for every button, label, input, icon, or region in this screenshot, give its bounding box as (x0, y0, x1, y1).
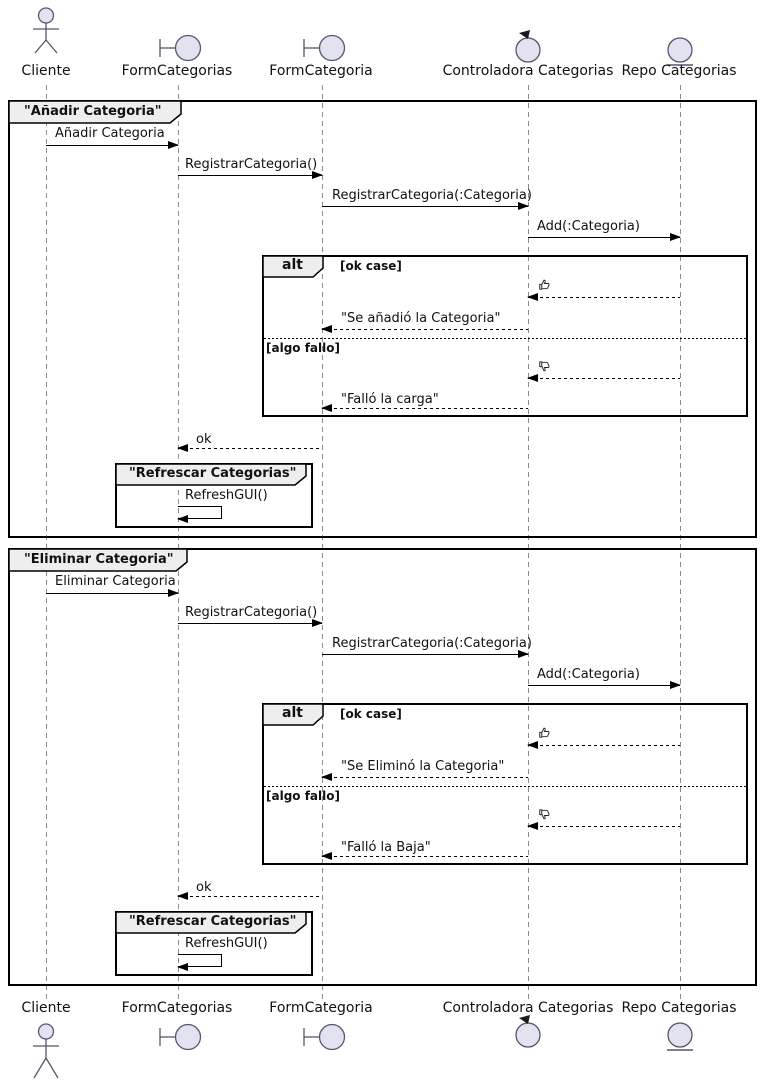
message-arrow (322, 202, 529, 210)
alt-divider (264, 338, 746, 339)
return-label: ok (196, 880, 212, 895)
entity-icon (663, 35, 697, 73)
guard-label: [ok case] (340, 707, 402, 721)
alt-frame: alt [ok case] "Se añadió la Categoria" [… (262, 255, 748, 417)
return-arrow (321, 404, 528, 412)
reply-label: "Falló la carga" (341, 392, 439, 407)
message-label: Add(:Categoria) (537, 219, 640, 234)
frame-title: "Eliminar Categoria" (24, 552, 174, 567)
frame-title-tab: "Añadir Categoria" (8, 100, 182, 128)
reply-label: "Se añadió la Categoria" (341, 311, 501, 326)
participant-label: Cliente (21, 63, 71, 79)
message-label: Add(:Categoria) (537, 667, 640, 682)
guard-label: [ok case] (340, 259, 402, 273)
boundary-icon (302, 34, 348, 66)
control-icon (512, 1012, 544, 1054)
participant-label: FormCategoria (269, 63, 373, 79)
lifeline-formcategoria (322, 85, 323, 1002)
message-arrow (528, 233, 681, 241)
guard-label: [algo fallo] (266, 789, 340, 803)
group-title: "Refrescar Categorias" (129, 466, 297, 481)
frame-title-tab: "Eliminar Categoria" (8, 548, 188, 576)
boundary-icon (158, 1023, 204, 1055)
participant-label: Cliente (21, 1000, 71, 1016)
reply-label: "Falló la Baja" (341, 840, 431, 855)
actor-icon (32, 6, 60, 60)
group-refrescar-categorias: "Refrescar Categorias" RefreshGUI() (115, 911, 313, 976)
thumbs-up-icon (538, 277, 552, 291)
return-arrow (527, 374, 680, 382)
participant-label: FormCategoria (269, 1000, 373, 1016)
group-title-tab: "Refrescar Categorias" (115, 463, 307, 490)
lifeline-repo (680, 85, 681, 1002)
participant-label: Controladora Categorias (442, 1000, 614, 1016)
return-arrow (177, 444, 322, 452)
frame-eliminar-categoria: "Eliminar Categoria" Eliminar Categoria … (8, 548, 757, 986)
message-arrow (46, 589, 179, 597)
self-message-arrow (177, 506, 222, 523)
thumbs-down-icon (538, 806, 552, 820)
reply-label: "Se Eliminó la Categoria" (341, 759, 505, 774)
participant-label: Repo Categorias (621, 63, 737, 79)
boundary-icon (302, 1023, 348, 1055)
return-arrow (527, 741, 680, 749)
alt-operator-tab: alt (262, 703, 324, 730)
message-arrow (528, 681, 681, 689)
guard-label: [algo fallo] (266, 341, 340, 355)
lifeline-formcategorias (178, 85, 179, 1002)
control-icon (512, 27, 544, 69)
participant-label: Controladora Categorias (442, 63, 614, 79)
return-arrow (527, 822, 680, 830)
boundary-icon (158, 34, 204, 66)
group-title-tab: "Refrescar Categorias" (115, 911, 307, 938)
alt-operator-tab: alt (262, 255, 324, 282)
message-arrow (322, 650, 529, 658)
alt-operator: alt (282, 705, 303, 721)
thumbs-up-icon (538, 725, 552, 739)
alt-frame: alt [ok case] "Se Eliminó la Categoria" … (262, 703, 748, 865)
return-arrow (321, 325, 528, 333)
message-label: RegistrarCategoria(:Categoria) (332, 188, 532, 203)
message-label: RegistrarCategoria() (185, 605, 318, 620)
alt-divider (264, 786, 746, 787)
return-arrow (321, 773, 528, 781)
self-message-arrow (177, 954, 222, 971)
group-title: "Refrescar Categorias" (129, 914, 297, 929)
frame-anadir-categoria: "Añadir Categoria" Añadir Categoria Regi… (8, 100, 757, 538)
message-label: Añadir Categoria (55, 126, 165, 141)
message-label: Eliminar Categoria (55, 574, 176, 589)
lifeline-controladora (528, 85, 529, 1002)
thumbs-down-icon (538, 358, 552, 372)
actor-icon (32, 1022, 60, 1082)
lifeline-cliente (46, 85, 47, 1002)
participant-label: FormCategorias (121, 63, 233, 79)
message-label: RegistrarCategoria() (185, 157, 318, 172)
group-refrescar-categorias: "Refrescar Categorias" RefreshGUI() (115, 463, 313, 528)
frame-title: "Añadir Categoria" (24, 104, 162, 119)
return-label: ok (196, 432, 212, 447)
return-arrow (527, 293, 680, 301)
participant-label: FormCategorias (121, 1000, 233, 1016)
return-arrow (177, 892, 322, 900)
self-message-label: RefreshGUI() (185, 488, 268, 503)
self-message-label: RefreshGUI() (185, 936, 268, 951)
return-arrow (321, 852, 528, 860)
message-label: RegistrarCategoria(:Categoria) (332, 636, 532, 651)
entity-icon (663, 1020, 697, 1058)
message-arrow (46, 141, 179, 149)
message-arrow (178, 619, 323, 627)
alt-operator: alt (282, 257, 303, 273)
participant-label: Repo Categorias (621, 1000, 737, 1016)
message-arrow (178, 171, 323, 179)
